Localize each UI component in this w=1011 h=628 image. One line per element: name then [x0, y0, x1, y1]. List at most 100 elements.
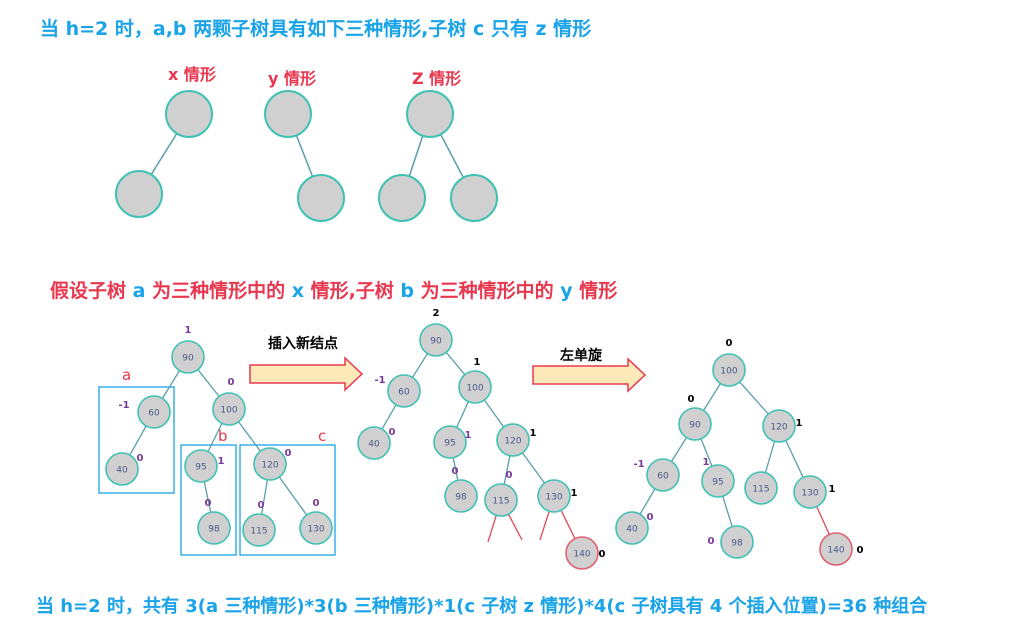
balance-factor-label: 0	[708, 536, 715, 547]
tree-node-label: 90	[182, 354, 194, 364]
tree-node	[701, 464, 735, 498]
balance-factor-label: 0	[285, 448, 292, 459]
subtree-box-label-c: c	[318, 427, 326, 445]
tree-node-label: 130	[545, 493, 562, 503]
balance-factor-label: 2	[433, 308, 440, 319]
balance-factor-label: 0	[137, 453, 144, 464]
tree-node-label: 100	[466, 384, 483, 394]
balance-factor-label: 0	[599, 549, 606, 560]
middle-heading-subtree-b: b	[400, 280, 415, 302]
insert-arrow-label: 插入新结点	[268, 335, 338, 352]
tree-node-label: 115	[752, 485, 769, 495]
tree-node	[744, 471, 778, 505]
balance-factor-label: -1	[118, 400, 129, 411]
tree-node-label: 140	[573, 550, 590, 560]
tree-node	[646, 458, 680, 492]
tree-node-label: 40	[368, 440, 380, 450]
tree-node	[537, 479, 571, 513]
tree-node	[171, 340, 205, 374]
tree-node-label: 130	[801, 489, 818, 499]
shape-y-right-node	[297, 174, 345, 222]
middle-heading-part: 假设子树	[50, 280, 133, 302]
tree-node	[565, 536, 599, 570]
balance-factor-label: 0	[726, 338, 733, 349]
tree-node-label: 40	[116, 466, 128, 476]
tree-node	[444, 479, 478, 513]
balance-factor-label: 1	[185, 325, 192, 336]
tree-node	[615, 511, 649, 545]
balance-factor-label: 0	[688, 394, 695, 405]
tree-node-label: 120	[504, 437, 521, 447]
tree-node	[458, 370, 492, 404]
tree-node	[496, 423, 530, 457]
subtree-boxes	[98, 386, 336, 556]
middle-heading-part: 情形	[572, 280, 618, 302]
subtree-box-label-b: b	[218, 427, 228, 445]
tree-node-label: 98	[731, 539, 743, 549]
subtree-box-label-a: a	[122, 366, 131, 384]
tree-node	[712, 353, 746, 387]
middle-heading-case-y: y	[560, 280, 573, 302]
balance-factor-label: 0	[647, 512, 654, 523]
balance-factor-label: 0	[452, 466, 459, 477]
tree-node	[762, 409, 796, 443]
tree-node-label: 90	[689, 421, 701, 431]
rotate-arrow: 左单旋	[532, 347, 647, 393]
balance-factor-label: 1	[571, 488, 578, 499]
shape-cases: x 情形 y 情形 Z 情形	[115, 65, 498, 222]
subtree-box-c	[239, 444, 336, 556]
tree-node	[387, 374, 421, 408]
tree-node	[433, 425, 467, 459]
shape-z-left-node	[378, 174, 426, 222]
tree-node	[137, 395, 171, 429]
shape-label-z: Z 情形	[412, 69, 461, 88]
tree-node	[357, 426, 391, 460]
middle-heading-case-x: x	[291, 280, 304, 302]
tree-node	[197, 511, 231, 545]
tree-node	[184, 449, 218, 483]
middle-heading-part: 情形,子树	[303, 280, 401, 302]
tree-node	[793, 475, 827, 509]
balance-factor-label: 1	[829, 484, 836, 495]
tree-node	[819, 532, 853, 566]
tree-node	[105, 452, 139, 486]
balance-factor-label: 1	[530, 428, 537, 439]
top-heading: 当 h=2 时，a,b 两颗子树具有如下三种情形,子树 c 只有 z 情形	[40, 18, 592, 40]
tree-node-label: 120	[261, 461, 278, 471]
balance-factor-label: 0	[228, 377, 235, 388]
balance-factor-label: 1	[474, 357, 481, 368]
rotate-arrow-label: 左单旋	[559, 347, 603, 364]
middle-heading-subtree-a: a	[132, 280, 146, 302]
shape-x-root-node	[165, 90, 213, 138]
middle-heading-part: 为三种情形中的	[145, 280, 292, 302]
balance-factor-label: 0	[506, 470, 513, 481]
tree-node-label: 98	[455, 493, 467, 503]
balance-factor-label: 0	[313, 498, 320, 509]
balance-factor-label: 1	[703, 457, 710, 468]
balance-factor-label: -1	[374, 375, 385, 386]
tree-node-label: 115	[492, 497, 509, 507]
shape-z-root-node	[406, 90, 454, 138]
tree-node-label: 60	[657, 472, 669, 482]
balance-factor-label: 1	[465, 430, 472, 441]
balance-factor-label: 1	[218, 456, 225, 467]
tree-node-label: 100	[720, 367, 737, 377]
tree-node-label: 60	[148, 409, 160, 419]
bottom-heading: 当 h=2 时，共有 3(a 三种情形)*3(b 三种情形)*1(c 子树 z …	[36, 596, 928, 617]
shape-label-x: x 情形	[168, 65, 216, 84]
tree-node	[419, 323, 453, 357]
shape-y-root-node	[264, 90, 312, 138]
tree-node	[484, 483, 518, 517]
subtree-box-b	[180, 444, 237, 556]
balance-factor-label: 0	[389, 427, 396, 438]
balance-factor-label: 0	[205, 498, 212, 509]
insert-arrow: 插入新结点	[249, 335, 364, 392]
tree-node-label: 40	[626, 525, 638, 535]
tree-node-label: 140	[827, 546, 844, 556]
tree-node	[253, 447, 287, 481]
